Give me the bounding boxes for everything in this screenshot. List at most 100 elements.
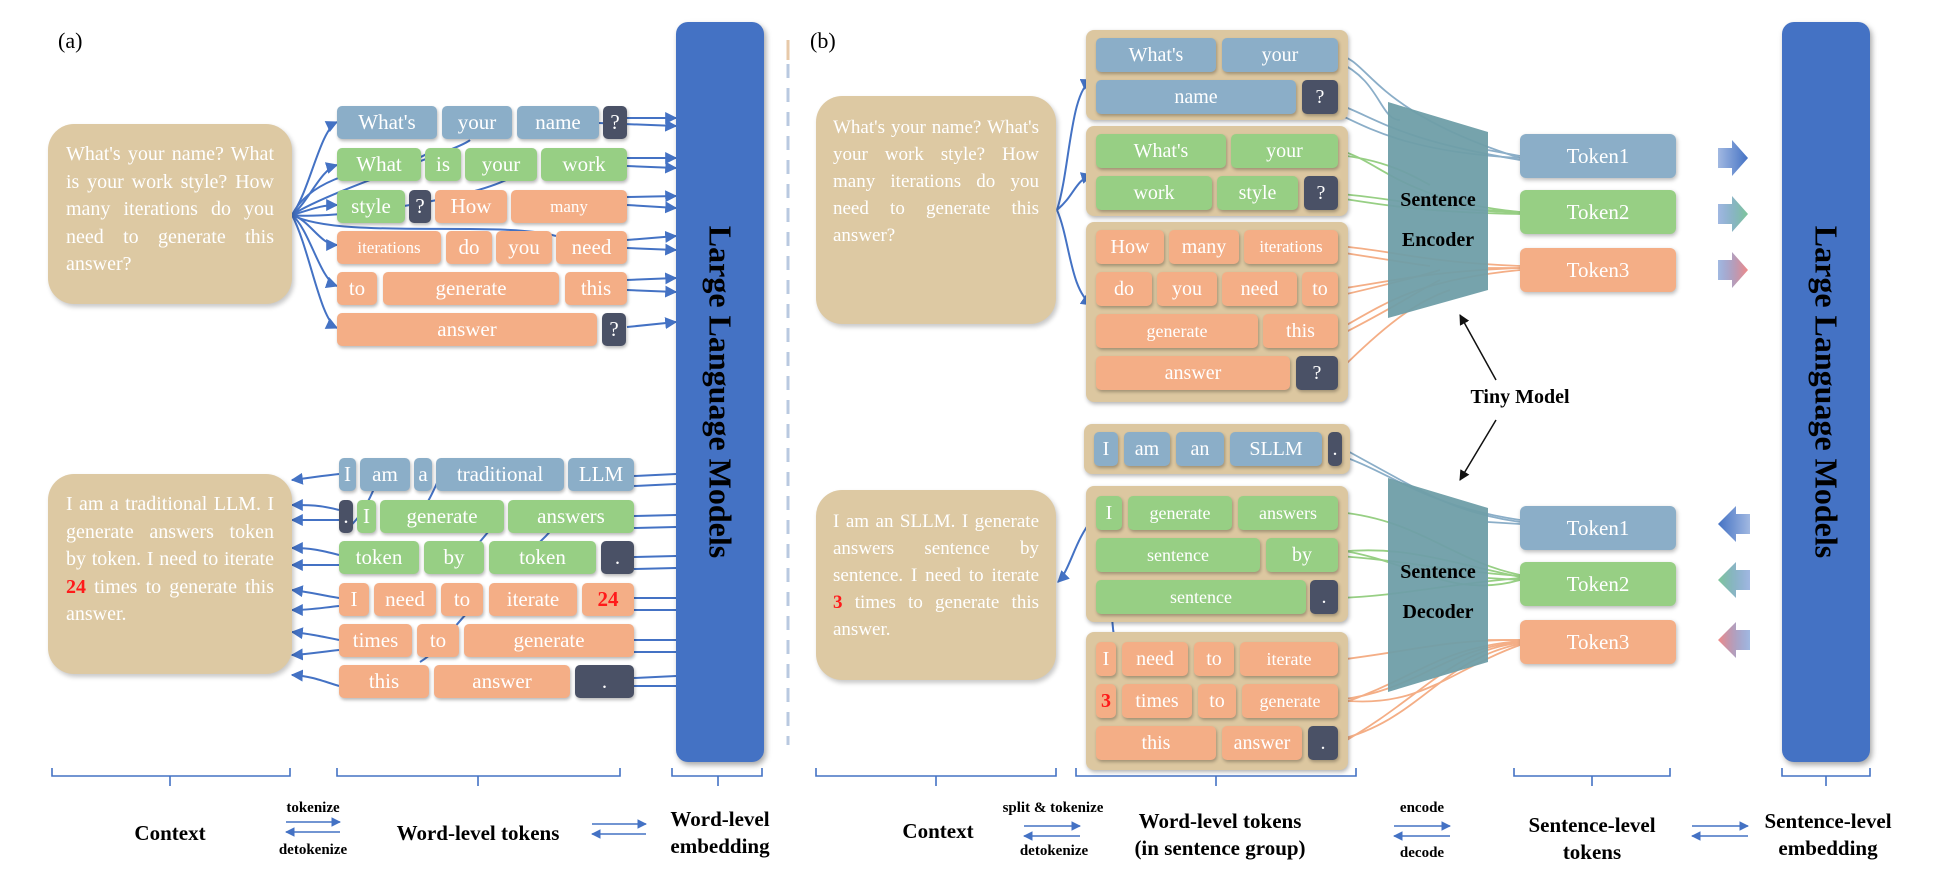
token: I bbox=[357, 500, 376, 533]
token: How bbox=[435, 190, 507, 223]
token: am bbox=[360, 458, 410, 491]
token: to bbox=[1194, 642, 1234, 676]
token: answer bbox=[337, 313, 597, 346]
label-b-context: Context bbox=[902, 819, 974, 843]
label-b-word-tokens: Word-level tokens (in sentence group) bbox=[1120, 808, 1320, 862]
token: you bbox=[1157, 272, 1217, 306]
token: . bbox=[339, 500, 353, 533]
label-a-detokenize: detokenize bbox=[278, 842, 348, 858]
token: need bbox=[1222, 272, 1297, 306]
token: generate bbox=[383, 272, 559, 305]
right-answer-text-a: I am an SLLM. I generate answers sentenc… bbox=[833, 511, 1039, 586]
token: What's bbox=[1096, 134, 1226, 168]
token: this bbox=[1096, 726, 1216, 760]
left-answer-text-a: I am a traditional LLM. I generate answe… bbox=[66, 493, 274, 570]
token: by bbox=[424, 541, 484, 574]
token: generate bbox=[380, 500, 504, 533]
sentence-token: Token3 bbox=[1520, 620, 1676, 664]
label-a-context: Context bbox=[134, 821, 206, 845]
token: times bbox=[1122, 684, 1192, 718]
token: this bbox=[565, 272, 627, 305]
token: I bbox=[1094, 432, 1118, 466]
label-b-sentence-embedding: Sentence-level embedding bbox=[1748, 808, 1908, 862]
token: many bbox=[511, 190, 627, 223]
token: SLLM bbox=[1230, 432, 1322, 466]
label-a-embed-line-1: Word-level bbox=[670, 807, 770, 831]
token: answers bbox=[1238, 496, 1338, 530]
token: answers bbox=[508, 500, 634, 533]
token: . bbox=[1328, 432, 1342, 466]
token: I bbox=[339, 458, 356, 491]
label-b-stok-line-2: tokens bbox=[1562, 840, 1622, 864]
sentence-decoder-label: Sentence Decoder bbox=[1388, 552, 1488, 632]
sentence-token: Token2 bbox=[1520, 190, 1676, 234]
token: by bbox=[1266, 538, 1338, 572]
token: What's bbox=[337, 106, 437, 139]
token: style bbox=[1217, 176, 1298, 210]
token: traditional bbox=[436, 458, 564, 491]
token: I bbox=[1096, 642, 1116, 676]
token: I bbox=[1096, 496, 1122, 530]
token: iterate bbox=[489, 583, 577, 616]
label-a-word-embedding: Word-level embedding bbox=[650, 806, 790, 860]
token: LLM bbox=[568, 458, 634, 491]
llm-wide-arrows bbox=[1718, 140, 1750, 658]
token: to bbox=[441, 583, 483, 616]
left-context-answer: I am a traditional LLM. I generate answe… bbox=[48, 474, 292, 674]
label-b-semb-line-1: Sentence-level bbox=[1764, 809, 1892, 833]
token: your bbox=[1222, 38, 1338, 72]
right-context-answer: I am an SLLM. I generate answers sentenc… bbox=[816, 490, 1056, 680]
label-b-split-tokenize: split & tokenize bbox=[1002, 800, 1104, 816]
panel-b-label: (b) bbox=[810, 28, 836, 53]
token: generate bbox=[1096, 314, 1258, 348]
token: you bbox=[496, 231, 552, 264]
token: iterate bbox=[1240, 642, 1338, 676]
sentence-decoder-shape bbox=[1388, 478, 1488, 692]
token: do bbox=[1096, 272, 1152, 306]
llm-block-right: Large Language Models bbox=[1782, 22, 1870, 762]
sentence-token: Token3 bbox=[1520, 248, 1676, 292]
token: answer bbox=[434, 665, 570, 698]
label-b-word-line-2: (in sentence group) bbox=[1134, 836, 1306, 860]
token: iterations bbox=[337, 231, 441, 264]
token: 24 bbox=[582, 583, 634, 616]
token: is bbox=[425, 148, 461, 181]
token: to bbox=[337, 272, 377, 305]
decoder-label-line-2: Decoder bbox=[1402, 601, 1474, 623]
token: name bbox=[517, 106, 599, 139]
token: am bbox=[1124, 432, 1170, 466]
token: ? bbox=[1304, 176, 1338, 210]
token: ? bbox=[603, 106, 627, 139]
label-a-tokenize: tokenize bbox=[286, 800, 340, 816]
sentence-token: Token2 bbox=[1520, 562, 1676, 606]
token: your bbox=[1231, 134, 1338, 168]
token: How bbox=[1096, 230, 1164, 264]
token: times bbox=[339, 624, 412, 657]
llm-label-left: Large Language Models bbox=[702, 225, 739, 559]
tiny-model-arrow-up bbox=[1459, 314, 1497, 381]
right-answer-count: 3 bbox=[833, 592, 843, 613]
label-b-encode: encode bbox=[1399, 800, 1445, 816]
left-answer-text-b: times to generate this answer. bbox=[66, 575, 274, 626]
token: style bbox=[337, 190, 405, 223]
tiny-model-label: Tiny Model bbox=[1470, 386, 1570, 408]
sentence-token: Token1 bbox=[1520, 134, 1676, 178]
token: What's bbox=[1096, 38, 1216, 72]
token: sentence bbox=[1096, 580, 1306, 614]
sentence-encoder-label: Sentence Encoder bbox=[1388, 180, 1488, 260]
token: What bbox=[337, 148, 421, 181]
token: to bbox=[417, 624, 459, 657]
token: to bbox=[1198, 684, 1236, 718]
panel-a-label: (a) bbox=[58, 28, 83, 53]
token: an bbox=[1176, 432, 1224, 466]
token: need bbox=[1122, 642, 1188, 676]
bottom-double-arrows bbox=[285, 817, 1749, 841]
token: . bbox=[1308, 726, 1338, 760]
left-from-llm-lines bbox=[633, 473, 677, 687]
token: your bbox=[442, 106, 512, 139]
token: ? bbox=[1296, 356, 1338, 390]
label-a-word-tokens: Word-level tokens bbox=[396, 821, 560, 845]
token: sentence bbox=[1096, 538, 1260, 572]
token: your bbox=[465, 148, 537, 181]
